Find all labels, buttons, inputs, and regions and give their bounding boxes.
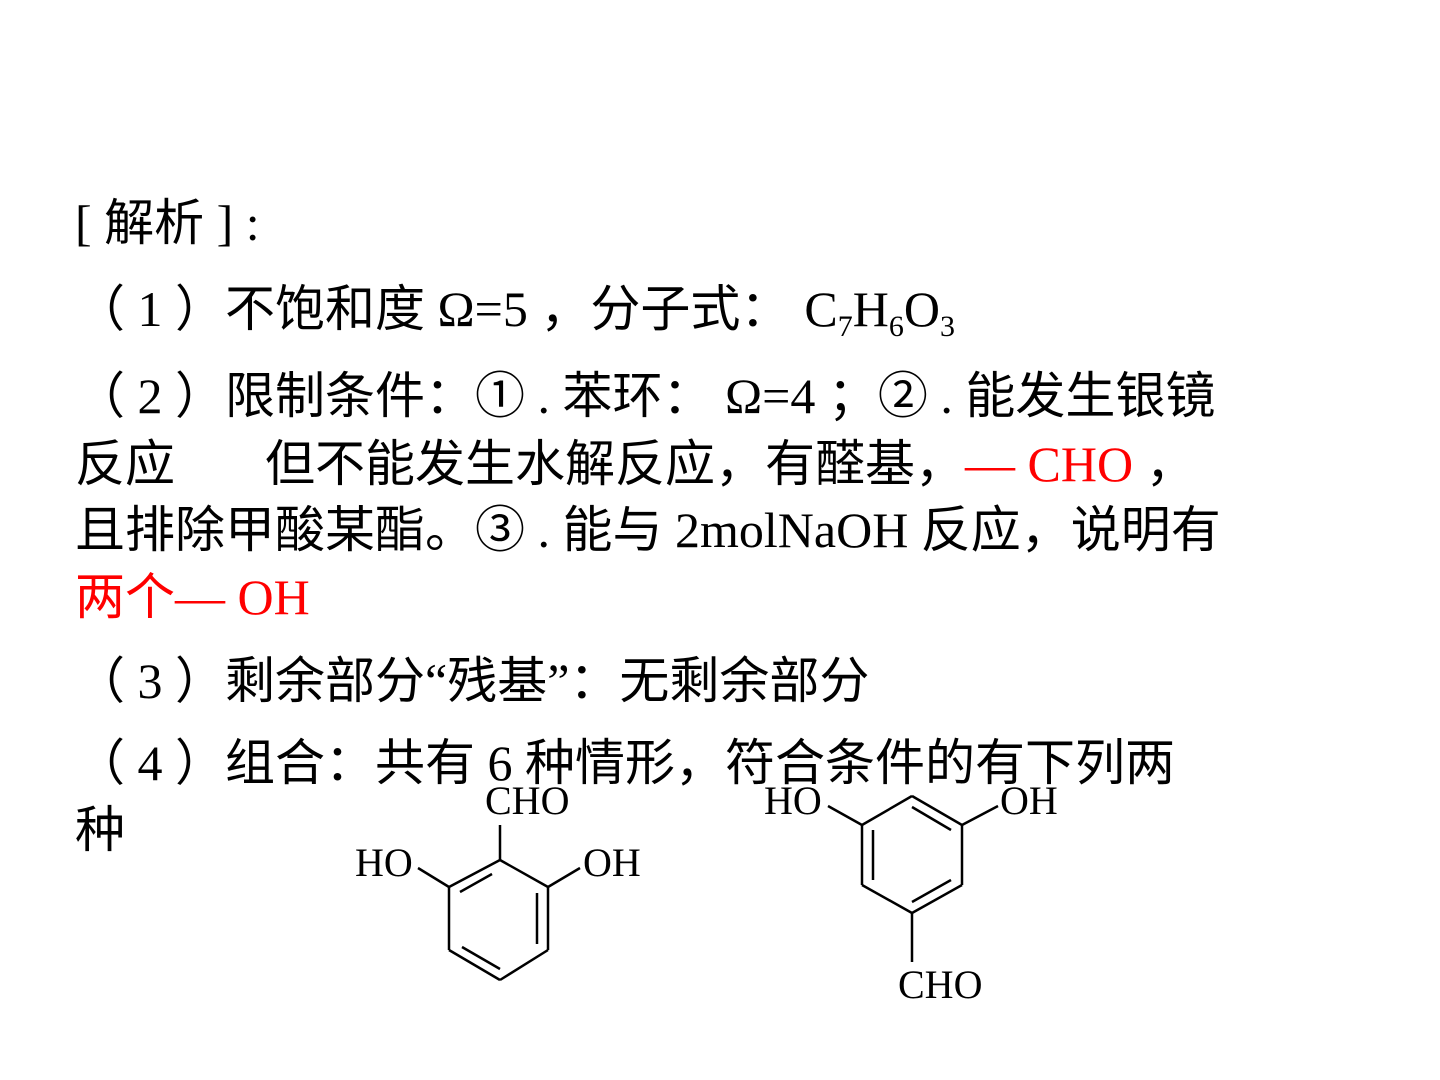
point-4-line-1: （ 4 ）组合：共有 6 种情形，符合条件的有下列两: [75, 735, 1175, 791]
substituent-label: CHO: [485, 778, 569, 823]
point-3: （ 3 ）剩余部分“残基”：无剩余部分: [75, 653, 870, 709]
point-1-label: （ 1 ）不饱和度 Ω=5 ，分子式：: [75, 281, 791, 337]
molecular-formula: C7H6O3: [804, 281, 955, 343]
point-2-line-2: 反应 但不能发生水解反应，有醛基，— CHO ，: [75, 434, 1196, 494]
bond: [861, 794, 913, 827]
hydroxyl-groups-highlight: 两个— OH: [75, 569, 310, 625]
point-2-line-2-b: 但不能发生水解反应，有醛基，: [265, 436, 965, 492]
double-bond: [459, 872, 493, 894]
formula-hydrogen-count: 6: [888, 310, 904, 343]
bond: [911, 794, 963, 827]
aldehyde-group-highlight: — CHO: [965, 436, 1134, 492]
substituent-label: CHO: [898, 962, 982, 1007]
substituent-label: HO: [355, 840, 413, 885]
bond: [499, 948, 549, 982]
bond: [448, 948, 501, 982]
formula-hydrogen: H: [852, 281, 889, 337]
point-1: （ 1 ）不饱和度 Ω=5 ，分子式：C7H6O3: [75, 279, 955, 357]
substituent-label: OH: [1000, 778, 1058, 823]
substituent-label: OH: [583, 840, 641, 885]
double-bond: [911, 878, 952, 904]
formula-oxygen-count: 3: [939, 310, 955, 343]
bond: [448, 858, 501, 889]
point-2-line-2-a: 反应: [75, 436, 175, 492]
bond: [861, 883, 913, 915]
double-bond: [461, 945, 501, 971]
formula-carbon-count: 7: [837, 310, 853, 343]
point-4-line-2: 种: [75, 802, 125, 858]
bond: [499, 858, 549, 889]
structure-left: CHO HO OH: [355, 778, 641, 982]
bond: [417, 866, 450, 889]
double-bond: [911, 805, 952, 832]
analysis-title: [ 解析 ] :: [75, 195, 260, 251]
point-2-line-3: 且排除甲酸某酯。③ . 能与 2molNaOH 反应，说明有: [75, 502, 1221, 558]
bond: [911, 883, 963, 915]
bond: [827, 804, 863, 827]
formula-carbon: C: [804, 281, 838, 337]
structure-right: HO OH CHO: [764, 778, 1058, 1007]
bond: [961, 804, 999, 827]
bond: [547, 866, 581, 889]
substituent-label: HO: [764, 778, 822, 823]
point-2-line-1: （ 2 ）限制条件：① . 苯环： Ω=4 ；② . 能发生银镜: [75, 368, 1216, 424]
formula-oxygen: O: [903, 281, 940, 337]
point-2-line-2-c: ，: [1133, 436, 1196, 492]
